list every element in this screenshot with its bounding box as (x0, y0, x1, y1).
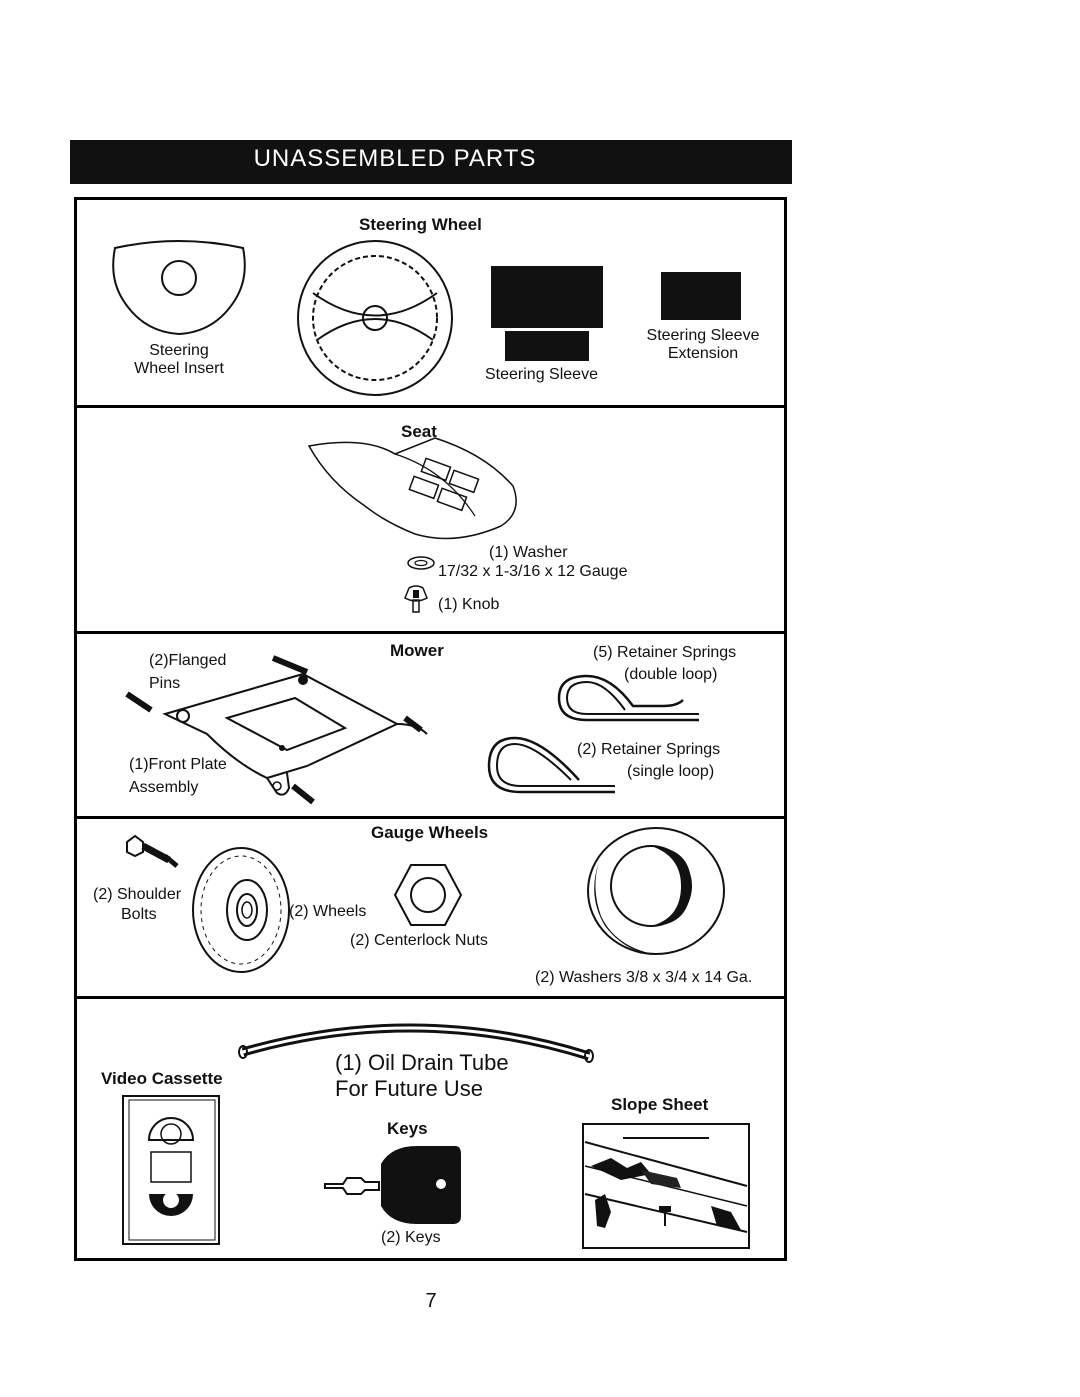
centerlock-nut-illustration (393, 864, 463, 926)
shoulder-bolts-label-line1: (2) Shoulder (93, 886, 182, 903)
oil-drain-tube-label-line2: For Future Use (335, 1076, 483, 1101)
steering-extension-label-line1: Steering Sleeve (646, 327, 760, 344)
steering-extension-label: Steering Sleeve Extension (637, 327, 769, 363)
centerlock-nuts-label: (2) Centerlock Nuts (350, 932, 488, 949)
parts-box: Steering Wheel Steering Wheel Insert Ste… (74, 197, 787, 1261)
oil-drain-tube-illustration (238, 1023, 594, 1063)
gauge-washers-label: (2) Washers 3/8 x 3/4 x 14 Ga. (535, 969, 753, 986)
slope-sheet-illustration (582, 1123, 750, 1249)
keys-label: (2) Keys (381, 1229, 441, 1246)
steering-wheel-insert-illustration (112, 240, 246, 336)
wheels-label: (2) Wheels (289, 903, 367, 920)
slope-sheet-heading: Slope Sheet (611, 1095, 709, 1114)
key-illustration (324, 1146, 461, 1224)
title-bar: UNASSEMBLED PARTS (70, 140, 792, 184)
mower-heading: Mower (390, 641, 444, 660)
oil-drain-tube-label-line1: (1) Oil Drain Tube (335, 1050, 509, 1075)
keys-heading: Keys (387, 1119, 428, 1138)
gauge-wheels-heading: Gauge Wheels (371, 823, 489, 842)
page-number: 7 (425, 1290, 437, 1312)
steering-extension-label-line2: Extension (667, 345, 739, 362)
steering-sleeve-extension-illustration (661, 272, 741, 320)
front-plate-label-line2: Assembly (129, 779, 199, 796)
washer-icon (407, 556, 435, 570)
seat-illustration (307, 437, 517, 540)
flanged-pins-label-line2: Pins (149, 675, 181, 692)
seat-heading: Seat (401, 422, 437, 441)
steering-wheel-illustration (297, 240, 453, 396)
washer-label-line2: 17/32 x 1-3/16 x 12 Gauge (438, 563, 628, 580)
retainer-single-label-line2: (single loop) (627, 763, 715, 780)
steering-insert-label-line2: Wheel Insert (134, 360, 224, 377)
steering-insert-label: Steering Wheel Insert (119, 342, 239, 378)
shoulder-bolts-label-line2: Bolts (121, 906, 157, 923)
retainer-single-label-line1: (2) Retainer Springs (577, 741, 721, 758)
steering-insert-label-line1: Steering (149, 342, 209, 359)
flanged-pins-label-line1: (2)Flanged (149, 652, 227, 669)
steering-sleeve-label: Steering Sleeve (485, 366, 598, 383)
section-divider (77, 405, 784, 408)
video-cassette-heading: Video Cassette (101, 1069, 223, 1088)
retainer-spring-single-loop-illustration (487, 736, 615, 794)
front-plate-label-line1: (1)Front Plate (129, 756, 227, 773)
knob-label: (1) Knob (438, 596, 500, 613)
section-divider (77, 631, 784, 634)
washer-label-line1: (1) Washer (489, 544, 568, 561)
steering-wheel-heading: Steering Wheel (359, 215, 482, 234)
section-divider (77, 996, 784, 999)
page-title: UNASSEMBLED PARTS (253, 145, 537, 172)
section-divider (77, 816, 784, 819)
retainer-spring-double-loop-illustration (557, 674, 699, 722)
gauge-wheel-illustration (192, 847, 290, 973)
retainer-double-label-line1: (5) Retainer Springs (593, 644, 737, 661)
knob-icon (404, 585, 428, 613)
retainer-double-label-line2: (double loop) (624, 666, 718, 683)
gauge-washer-illustration (587, 827, 725, 955)
video-cassette-illustration (122, 1095, 220, 1245)
steering-sleeve-lower (505, 328, 589, 361)
shoulder-bolt-illustration (126, 834, 179, 868)
front-plate-assembly-illustration (125, 655, 428, 805)
steering-sleeve-illustration (491, 266, 603, 328)
